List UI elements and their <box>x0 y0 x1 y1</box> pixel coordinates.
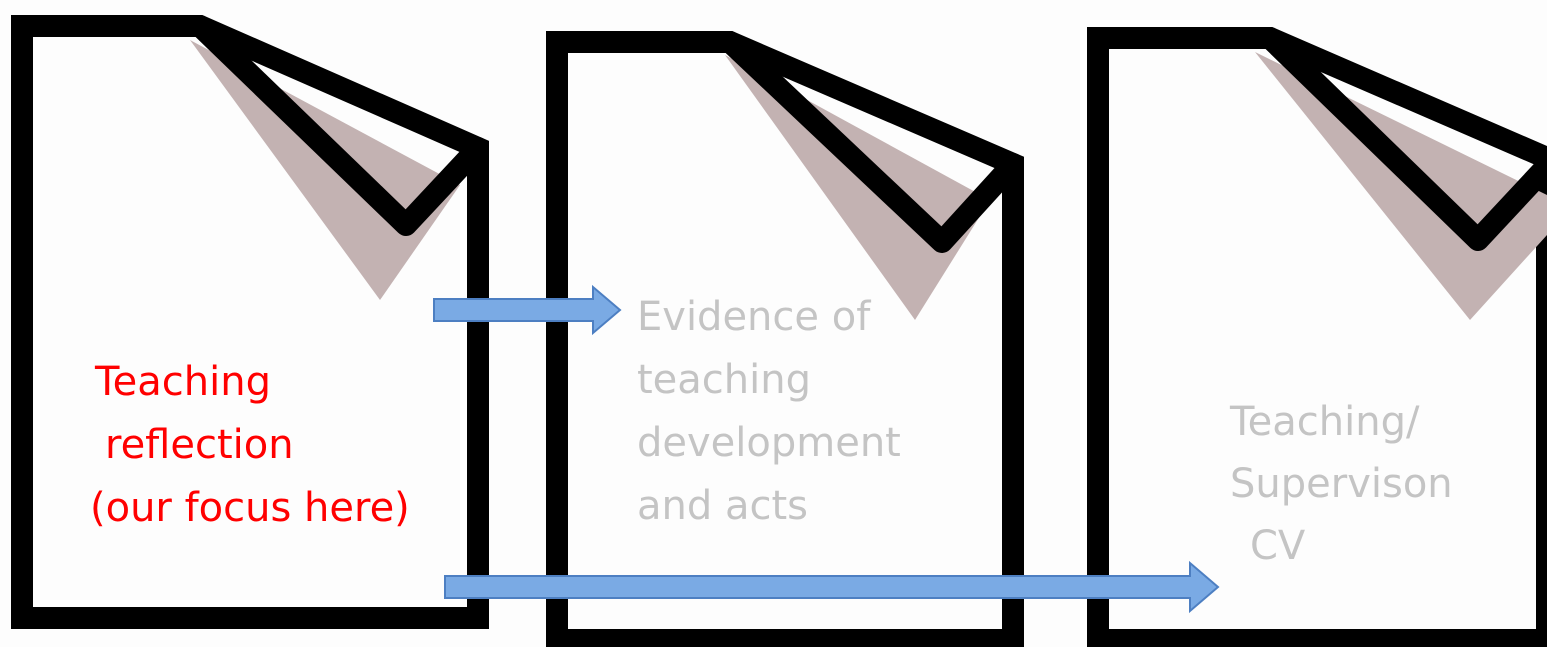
document-3-label-line-3: CV <box>1250 523 1306 569</box>
document-2-label: Evidence of teaching development and act… <box>637 294 914 529</box>
document-3-label-line-1: Teaching/ <box>1229 399 1420 445</box>
document-1-label-line-3: (our focus here) <box>90 485 410 531</box>
arrow-document-1-to-document-2 <box>433 284 622 336</box>
document-1-label: Teaching reflection (our focus here) <box>90 359 410 531</box>
document-1-folded-corner <box>189 15 489 236</box>
document-2-label-line-2: teaching <box>637 357 811 403</box>
arrow-document-1-to-document-3 <box>444 560 1220 614</box>
document-3-fold-shadow <box>1255 52 1547 320</box>
document-2-label-line-1: Evidence of <box>637 294 871 340</box>
document-3-label-line-2: Supervison <box>1230 461 1453 507</box>
document-2-label-line-4: and acts <box>637 483 808 529</box>
document-3-folded-corner <box>1259 27 1547 251</box>
document-2-label-line-3: development <box>637 420 901 466</box>
document-1: Teaching reflection (our focus here) <box>11 15 489 629</box>
document-1-label-line-2: reflection <box>105 422 294 468</box>
document-1-fold-shadow <box>190 40 460 300</box>
document-2: Evidence of teaching development and act… <box>546 31 1024 647</box>
document-3-label: Teaching/ Supervison CV <box>1229 399 1465 569</box>
document-3: Teaching/ Supervison CV <box>1087 27 1547 647</box>
document-2-folded-corner <box>719 31 1024 253</box>
document-2-fold-shadow <box>725 55 990 320</box>
document-1-label-line-1: Teaching <box>94 359 271 405</box>
